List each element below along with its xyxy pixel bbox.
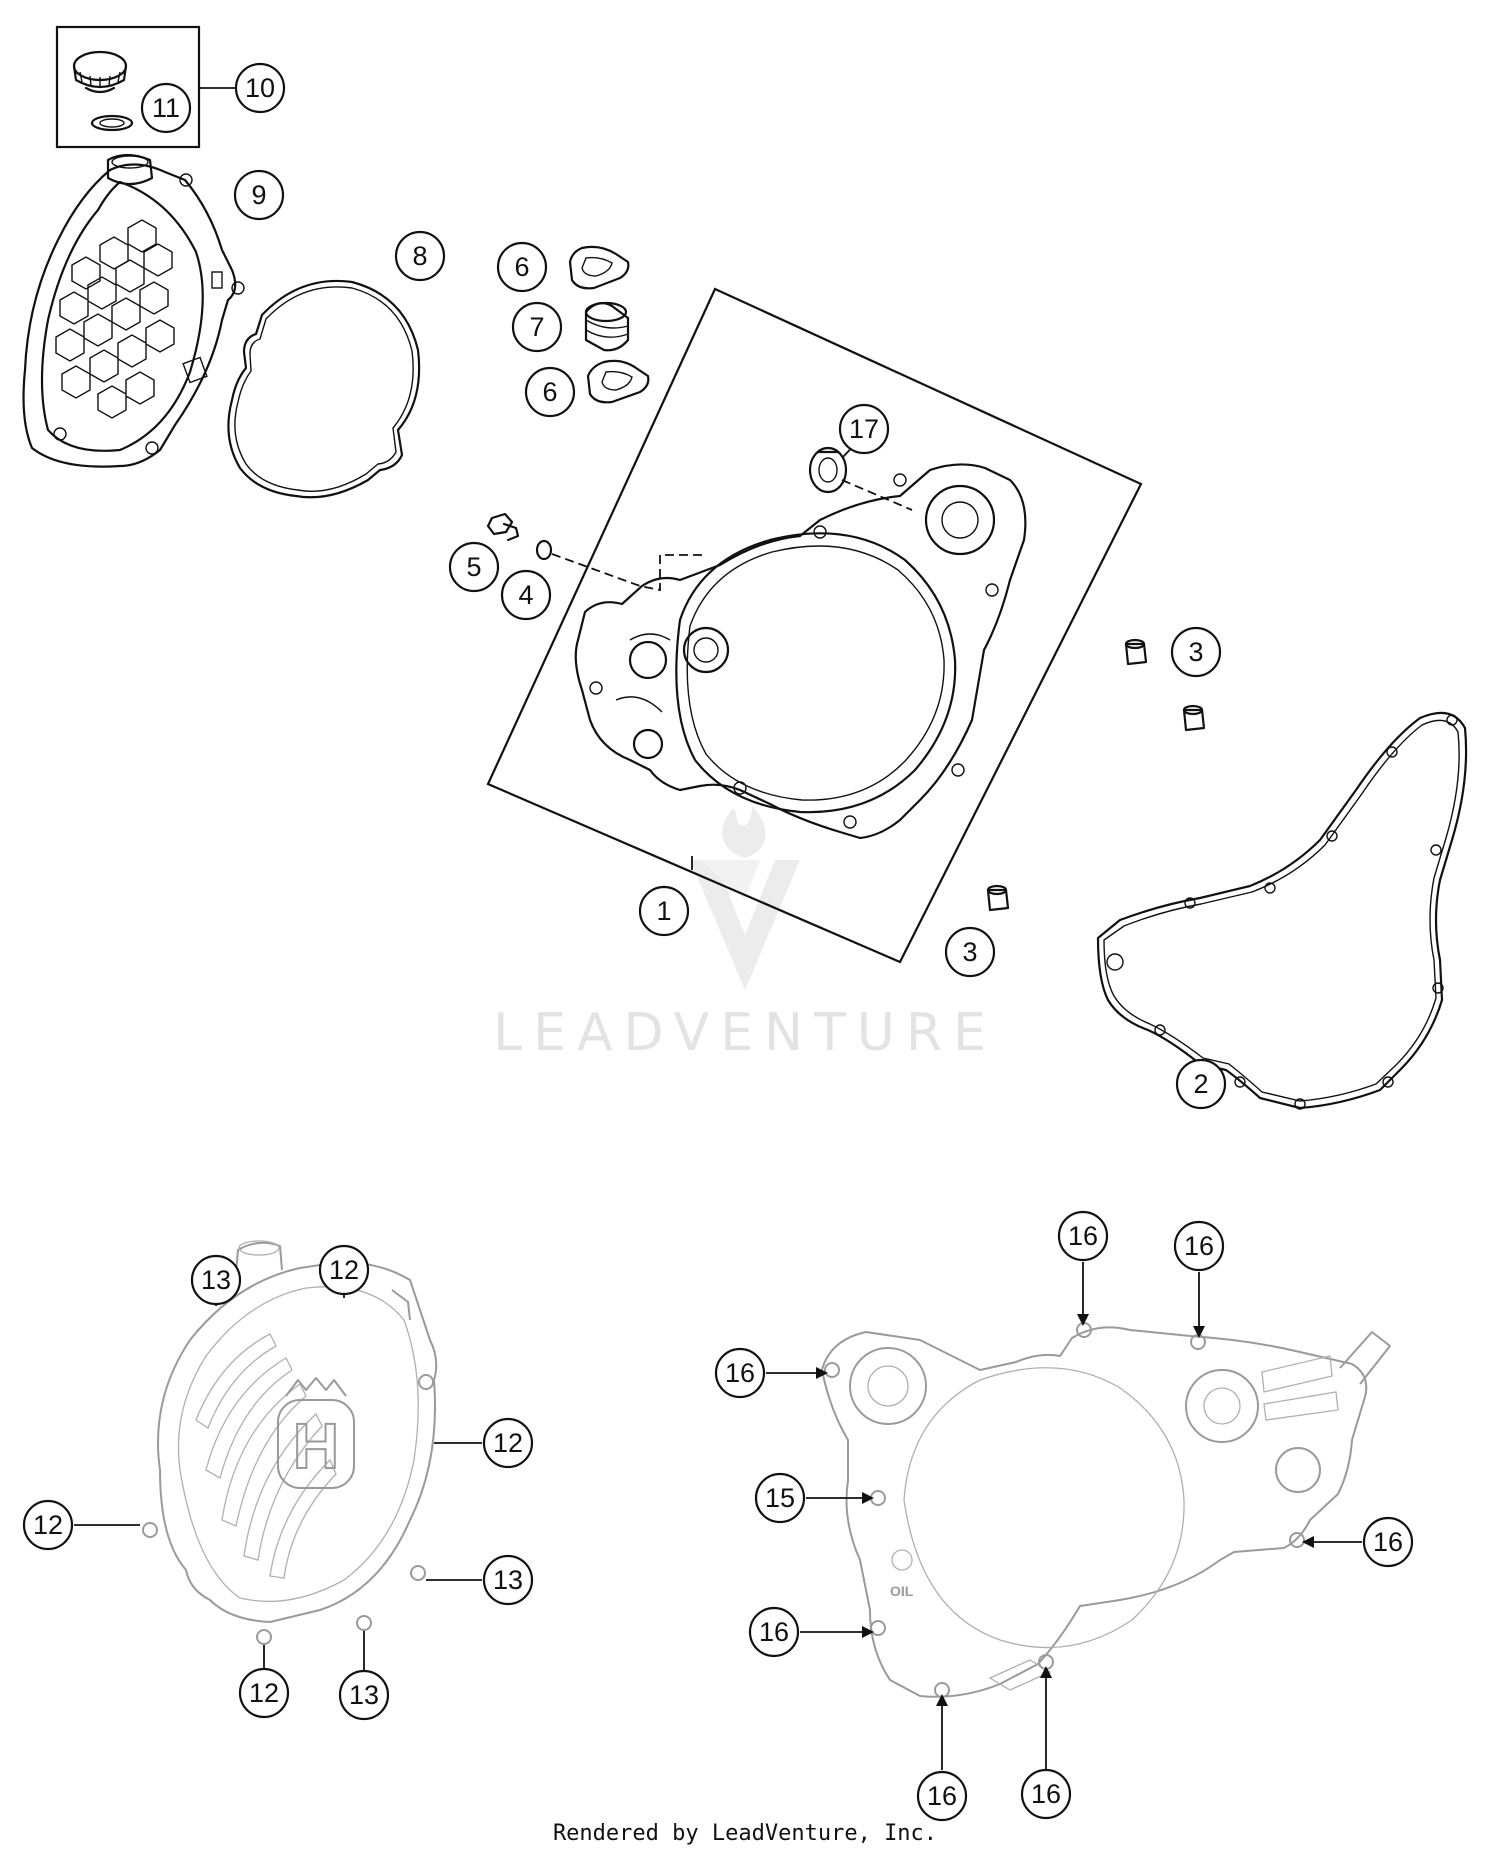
callout-3-upper[interactable]: 3	[1170, 626, 1222, 678]
svg-text:7: 7	[529, 312, 544, 342]
svg-text:16: 16	[927, 1781, 957, 1811]
callout-16-right[interactable]: 16	[1362, 1516, 1414, 1568]
svg-text:8: 8	[412, 241, 427, 271]
leadventure-watermark: LEADVENTURE	[493, 806, 997, 1063]
svg-text:11: 11	[152, 93, 180, 123]
clutch-cover-gasket-icon	[227, 279, 421, 499]
svg-text:16: 16	[759, 1617, 789, 1647]
svg-text:15: 15	[765, 1483, 795, 1513]
inner-cover-bolt-layout: OIL	[766, 1262, 1391, 1770]
inner-clutch-cover-assembly	[486, 287, 1143, 964]
leadventure-logo-icon	[690, 806, 800, 990]
callout-15[interactable]: 15	[754, 1472, 806, 1524]
svg-text:3: 3	[1188, 637, 1203, 667]
svg-text:2: 2	[1193, 1069, 1208, 1099]
callout-16-left[interactable]: 16	[714, 1347, 766, 1399]
callout-2[interactable]: 2	[1175, 1058, 1227, 1110]
svg-text:5: 5	[466, 552, 481, 582]
callout-16-top-left[interactable]: 16	[1057, 1210, 1109, 1262]
svg-text:16: 16	[1068, 1221, 1098, 1251]
svg-text:12: 12	[329, 1255, 359, 1285]
callout-9[interactable]: 9	[233, 169, 285, 221]
oil-filler-plug-assembly	[55, 25, 240, 149]
callout-6-upper[interactable]: 6	[496, 241, 548, 293]
seal-ring-icon	[90, 114, 134, 132]
dowel-pin-lower-icon	[986, 884, 1010, 912]
callout-12-left[interactable]: 12	[22, 1499, 74, 1551]
outer-clutch-cover-icon	[22, 153, 245, 468]
callouts: 10 11 9 8 6 7 6 17 5 4 3 1 3 2 13 12 12 …	[22, 62, 1414, 1822]
callout-16-lower-left[interactable]: 16	[748, 1606, 800, 1658]
watermark-text: LEADVENTURE	[493, 1003, 997, 1063]
shaft-seal-ring-icon	[808, 446, 848, 494]
callout-4[interactable]: 4	[500, 569, 552, 621]
svg-text:16: 16	[1184, 1231, 1214, 1261]
inner-cover-ghost-icon: OIL	[821, 1322, 1391, 1698]
rendered-by-footer: Rendered by LeadVenture, Inc.	[553, 1821, 937, 1846]
callout-16-bottom-right[interactable]: 16	[1020, 1768, 1072, 1820]
svg-text:9: 9	[251, 180, 266, 210]
callout-13-right[interactable]: 13	[482, 1554, 534, 1606]
oil-filler-inset-frame	[55, 25, 201, 149]
svg-text:16: 16	[1373, 1527, 1403, 1557]
svg-text:1: 1	[656, 896, 671, 926]
svg-text:12: 12	[493, 1428, 523, 1458]
callout-10[interactable]: 10	[234, 62, 286, 114]
oil-casting-mark: OIL	[890, 1583, 914, 1599]
svg-text:16: 16	[725, 1358, 755, 1388]
callout-17[interactable]: 17	[838, 403, 890, 455]
husqvarna-emblem-icon: H	[277, 1377, 355, 1489]
callout-16-bottom-left[interactable]: 16	[916, 1770, 968, 1822]
oil-filler-plug-icon	[72, 50, 128, 94]
svg-text:6: 6	[542, 377, 557, 407]
dowel-pin-upper-icon	[1124, 638, 1148, 666]
callout-3-lower[interactable]: 3	[944, 926, 996, 978]
callout-12-top[interactable]: 12	[318, 1244, 370, 1296]
svg-text:12: 12	[249, 1678, 279, 1708]
emblem-letter: H	[293, 1410, 339, 1482]
svg-text:13: 13	[493, 1565, 523, 1595]
svg-text:13: 13	[349, 1680, 379, 1710]
svg-text:16: 16	[1031, 1779, 1061, 1809]
callout-13-bottom[interactable]: 13	[338, 1669, 390, 1721]
dowel-pin-middle-icon	[1182, 704, 1206, 732]
callout-12-right[interactable]: 12	[482, 1417, 534, 1469]
callout-16-top-right[interactable]: 16	[1173, 1220, 1225, 1272]
inner-cover-gasket-icon	[1096, 711, 1468, 1110]
screw-plug-icon	[486, 512, 520, 542]
svg-text:4: 4	[518, 580, 533, 610]
callout-6-lower[interactable]: 6	[524, 366, 576, 418]
callout-1[interactable]: 1	[638, 885, 690, 937]
cooling-fins	[195, 1333, 337, 1579]
outer-cover-bolt-layout: H	[74, 1240, 482, 1670]
svg-text:3: 3	[962, 937, 977, 967]
callout-5[interactable]: 5	[448, 541, 500, 593]
outer-cover-ghost-icon: H	[142, 1240, 438, 1645]
grommet-upper-icon	[568, 245, 630, 290]
honeycomb-grille	[55, 219, 175, 419]
svg-text:10: 10	[245, 73, 275, 103]
svg-text:13: 13	[201, 1265, 231, 1295]
callout-11[interactable]: 11	[140, 82, 192, 134]
inner-clutch-cover-icon	[574, 463, 1027, 840]
callout-13-top[interactable]: 13	[190, 1254, 242, 1306]
svg-text:6: 6	[514, 252, 529, 282]
rubber-grommet-icon	[584, 301, 630, 352]
grommet-lower-icon	[586, 359, 650, 404]
o-ring-icon	[535, 539, 553, 561]
svg-text:12: 12	[33, 1510, 63, 1540]
callout-12-bottom[interactable]: 12	[238, 1667, 290, 1719]
callout-7[interactable]: 7	[511, 301, 563, 353]
svg-text:17: 17	[849, 414, 879, 444]
callout-8[interactable]: 8	[394, 230, 446, 282]
